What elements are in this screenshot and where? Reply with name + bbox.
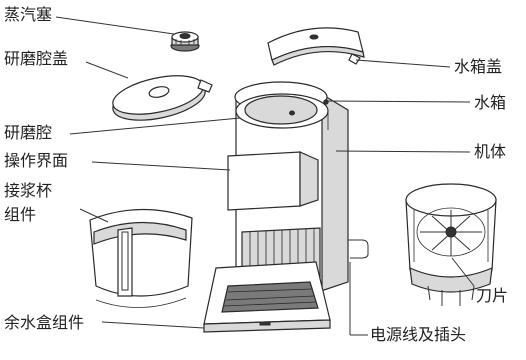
label-jug-line1: 接浆杯	[4, 181, 53, 200]
label-grinding-lid: 研磨腔盖	[4, 49, 69, 68]
label-tank-lid: 水箱盖	[454, 57, 503, 76]
label-tank: 水箱	[474, 93, 507, 112]
label-blade: 刀片	[476, 286, 509, 305]
residue-box-part	[203, 261, 331, 333]
tank-lid-part	[267, 27, 365, 66]
label-residue-box: 余水盒组件	[4, 313, 85, 332]
blade-assembly-part	[405, 183, 497, 306]
label-jug-line2: 组件	[4, 205, 37, 224]
label-body: 机体	[474, 142, 507, 161]
leader-lines	[55, 16, 475, 336]
label-control-panel: 操作界面	[4, 151, 69, 170]
machine-body	[227, 81, 369, 293]
label-steam-plug: 蒸汽塞	[4, 5, 53, 24]
label-grinding-chamber: 研磨腔	[4, 123, 53, 142]
steam-plug-part	[170, 31, 200, 52]
jug-part	[89, 208, 193, 308]
label-power-cord: 电源线及插头	[370, 325, 467, 344]
grinding-lid-part	[112, 75, 213, 121]
